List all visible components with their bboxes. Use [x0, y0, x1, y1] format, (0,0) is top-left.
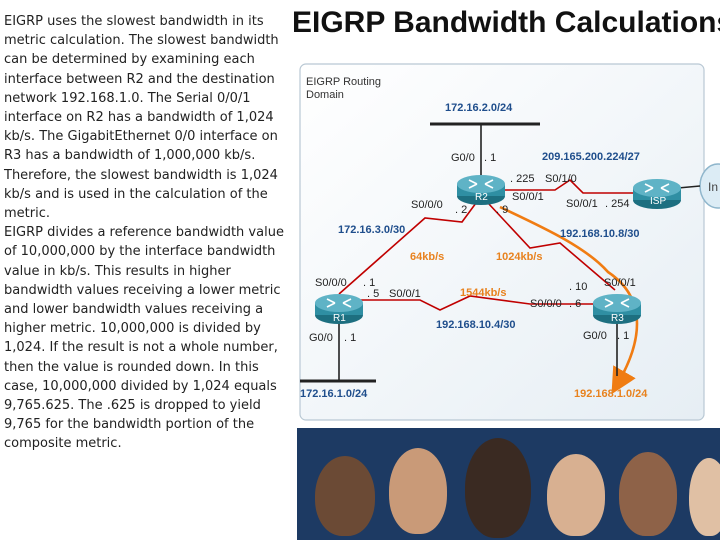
bandwidth-label: 64kb/s	[410, 251, 444, 263]
person-photo	[465, 438, 531, 538]
network-topology-diagram: EIGRP Routing Domain In R2 ISP R1	[297, 58, 720, 428]
interface-label: . 1	[484, 152, 496, 164]
interface-label: G0/0	[583, 330, 607, 342]
slide-title: EIGRP Bandwidth Calculations	[292, 6, 720, 40]
router-r2: R2	[457, 175, 505, 205]
interface-label: S0/0/0	[530, 298, 562, 310]
description-paragraph: EIGRP uses the slowest bandwidth in its …	[4, 12, 288, 223]
router-label: R3	[611, 313, 624, 324]
bandwidth-label: 1024kb/s	[496, 251, 542, 263]
interface-label: G0/0	[451, 152, 475, 164]
interface-label: . 225	[510, 173, 534, 185]
interface-label: . 10	[569, 281, 587, 293]
interface-label: S0/0/0	[411, 199, 443, 211]
interface-label: . 5	[367, 288, 379, 300]
interface-label: . 2	[455, 204, 467, 216]
internet-label: In	[708, 180, 718, 194]
interface-label: G0/0	[309, 332, 333, 344]
interface-label: . 1	[344, 332, 356, 344]
interface-label: . 254	[605, 198, 629, 210]
interface-label: S0/0/1	[512, 191, 544, 203]
person-photo	[547, 454, 605, 536]
router-label: R1	[333, 313, 346, 324]
bandwidth-label: 1544kb/s	[460, 287, 506, 299]
network-label: 209.165.200.224/27	[542, 151, 640, 163]
description-paragraph: EIGRP divides a reference bandwidth valu…	[4, 223, 288, 453]
domain-label: EIGRP Routing	[306, 76, 381, 88]
network-label: 192.168.10.8/30	[560, 228, 640, 240]
people-photo-strip	[297, 428, 720, 540]
interface-label: . 6	[569, 298, 581, 310]
eigrp-domain-area	[300, 64, 704, 420]
interface-label: S0/0/1	[566, 198, 598, 210]
router-r1: R1	[315, 294, 363, 324]
interface-label: S0/0/1	[389, 288, 421, 300]
network-label: 192.168.1.0/24	[574, 388, 648, 400]
interface-label: . 9	[496, 204, 508, 216]
interface-label: S0/0/1	[604, 277, 636, 289]
person-photo	[389, 448, 447, 534]
person-photo	[619, 452, 677, 536]
person-photo	[689, 458, 720, 536]
person-photo	[315, 456, 375, 536]
router-label: ISP	[650, 196, 666, 207]
network-label: 172.16.1.0/24	[300, 388, 368, 400]
network-label: 192.168.10.4/30	[436, 319, 516, 331]
router-r3: R3	[593, 294, 641, 324]
description-text: EIGRP uses the slowest bandwidth in its …	[4, 12, 288, 454]
network-label: 172.16.2.0/24	[445, 102, 513, 114]
interface-label: S0/0/0	[315, 277, 347, 289]
router-label: R2	[475, 192, 488, 203]
domain-label: Domain	[306, 89, 344, 101]
interface-label: . 1	[617, 330, 629, 342]
interface-label: S0/1/0	[545, 173, 577, 185]
router-isp: ISP	[633, 179, 681, 209]
network-label: 172.16.3.0/30	[338, 224, 405, 236]
